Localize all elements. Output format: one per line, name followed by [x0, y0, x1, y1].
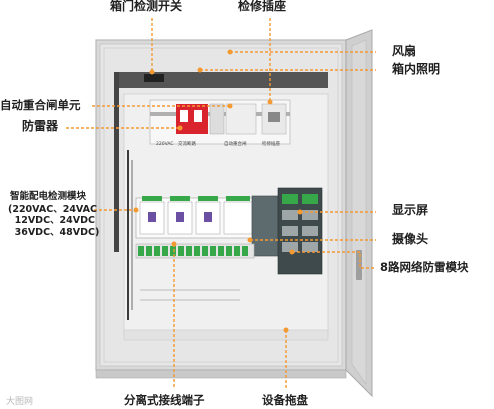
label-smart-monitor-spec: (220VAC、24VAC 12VDC、24VDC 36VDC、48VDC) [8, 204, 100, 238]
rail-label-2: 自动重合闸 [224, 140, 247, 147]
label-surge-protector: 防雷器 [22, 119, 59, 133]
terminal-blocks [135, 243, 255, 259]
label-network-surge: 8路网络防雷模块 [380, 260, 469, 274]
rail-label-0: 220VAC [156, 141, 174, 147]
callout-dots [133, 49, 303, 333]
callout-lines [66, 18, 376, 388]
network-surge-block [251, 187, 323, 275]
rail-label-1: 交流断路 [178, 140, 196, 147]
label-service-socket: 检修插座 [238, 0, 287, 13]
smart-monitor-modules [135, 196, 257, 239]
label-camera: 摄像头 [392, 232, 429, 246]
din-rail-row: 220VAC 交流断路 自动重合闸 检修插座 [149, 99, 291, 147]
label-internal-light: 箱内照明 [392, 62, 441, 76]
left-cable [127, 150, 240, 320]
label-fan: 风扇 [392, 44, 417, 58]
label-display: 显示屏 [392, 203, 429, 217]
label-smart-monitor: 智能配电检测模块 [10, 191, 87, 202]
door-switch [144, 74, 164, 82]
watermark: 大图网 [6, 397, 34, 407]
label-door-switch: 箱门检测开关 [110, 0, 183, 13]
cabinet-door [345, 29, 373, 398]
equipment-tray [123, 329, 329, 341]
cabinet-base [95, 369, 347, 379]
label-terminal-block: 分离式接线端子 [124, 393, 205, 407]
interior-top [114, 72, 328, 252]
fan-strip [114, 72, 328, 88]
label-auto-reclose: 自动重合闸单元 [0, 98, 81, 112]
auto-reclose-module [225, 103, 257, 135]
label-tray: 设备拖盘 [262, 393, 308, 407]
door-handle [356, 250, 362, 280]
rail-label-3: 检修插座 [262, 140, 280, 147]
callout-line-network-surge [292, 251, 376, 269]
